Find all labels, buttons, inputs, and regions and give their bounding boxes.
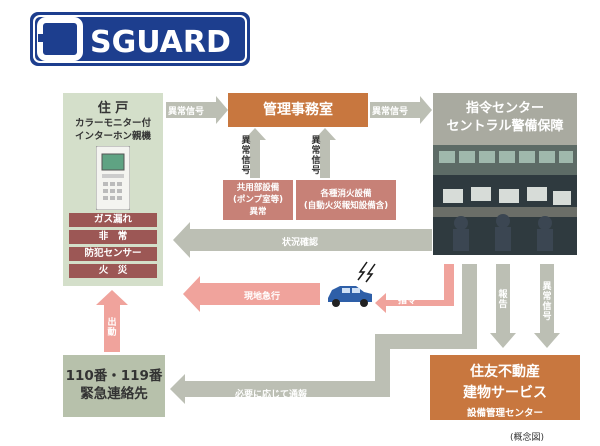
resident-title: 住 戸 (97, 101, 129, 116)
arrow-up-left (244, 128, 266, 178)
label-up-left: 異常信号 (241, 136, 251, 176)
command-title-2: セントラル警備保障 (446, 119, 564, 134)
common-facility-label-2: (ポンプ室等) (232, 195, 283, 205)
arrow-up-right (314, 128, 336, 178)
fire-equipment-alarm-box: 各種消火設備 (自動火災報知設備含) (296, 180, 396, 220)
resident-subtitle-2: インターホン親機 (74, 131, 151, 142)
label-abnormal-signal-down: 異常信号 (542, 282, 552, 322)
fire-equipment-label-1: 各種消火設備 (320, 189, 372, 199)
label-dispatch: 出動 (107, 318, 117, 338)
intercom-icon (96, 146, 130, 210)
arrow-rush (183, 276, 320, 312)
arrow-status-check (173, 222, 432, 258)
car-icon (328, 286, 372, 307)
arrow-abnormal-down (534, 264, 560, 348)
fire-equipment-label-2: (自動火災報知設備含) (303, 201, 389, 211)
management-office-box: 管理事務室 (228, 93, 368, 127)
sumitomo-building-service-box: 住友不動産 建物サービス 設備管理センター (430, 355, 580, 420)
label-office-to-command: 異常信号 (372, 107, 409, 117)
sumitomo-subtitle: 設備管理センター (466, 408, 543, 419)
alarm-security-sensor: 防犯センサー (69, 247, 157, 261)
arrow-office-to-command (370, 96, 432, 124)
logo-text: SGUARD (90, 25, 231, 60)
common-facility-label-1: 共用部設備 (236, 183, 280, 193)
label-command: 指令 (398, 296, 417, 306)
command-title-1: 指令センター (465, 101, 544, 116)
alarm-emergency: 非 常 (69, 230, 157, 244)
sguard-logo: SGUARD (30, 12, 250, 66)
arrow-report (490, 264, 516, 348)
common-facility-alarm-box: 共用部設備 (ポンプ室等) 異常 (223, 180, 293, 220)
alarm-gas-leak: ガス漏れ (69, 213, 157, 227)
label-rush: 現地急行 (244, 292, 281, 302)
arrow-dispatch (96, 290, 128, 352)
arrow-resident-to-office (166, 96, 228, 124)
sumitomo-title-1: 住友不動産 (470, 364, 540, 380)
control-room-photo (433, 145, 577, 255)
command-center-box: 指令センター セントラル警備保障 (433, 93, 577, 145)
sumitomo-title-2: 建物サービス (463, 385, 547, 401)
label-up-right: 異常信号 (311, 136, 321, 176)
label-resident-to-office: 異常信号 (168, 107, 205, 117)
emergency-title-1: 110番・119番 (65, 368, 163, 384)
arrow-notify (170, 264, 477, 404)
resident-panel: 住 戸 カラーモニター付 インターホン親機 ガス漏れ 非 常 防犯センサー 火 … (63, 93, 163, 286)
label-notify: 必要に応じて通報 (235, 390, 308, 400)
common-facility-label-3: 異常 (249, 207, 267, 217)
signal-icon (357, 261, 376, 283)
label-status-check: 状況確認 (282, 238, 319, 248)
emergency-contacts-box: 110番・119番 緊急連絡先 (63, 355, 165, 417)
alarm-fire: 火 災 (69, 264, 157, 278)
label-report: 報告 (498, 290, 508, 310)
resident-subtitle-1: カラーモニター付 (74, 118, 151, 129)
caption: (概念図) (510, 433, 545, 443)
arrow-command (375, 264, 454, 313)
emergency-title-2: 緊急連絡先 (80, 386, 148, 402)
